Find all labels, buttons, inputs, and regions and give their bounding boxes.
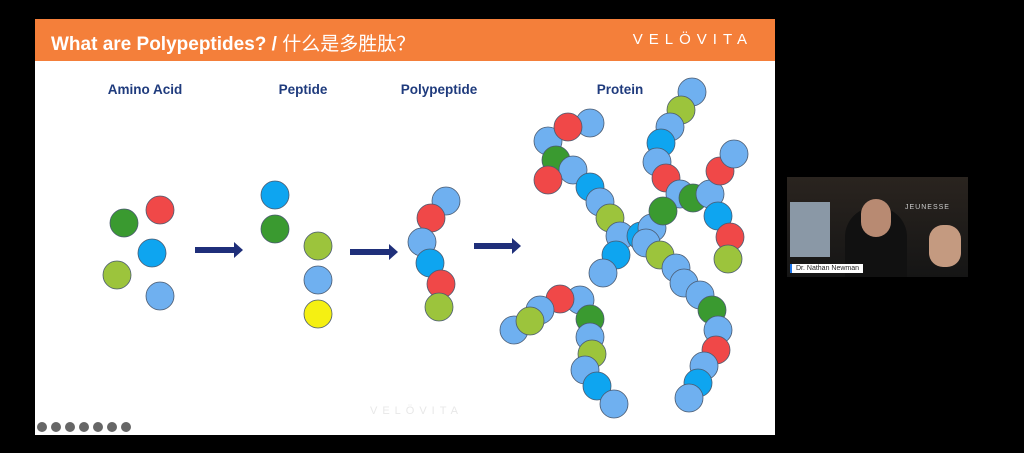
presentation-toolbar <box>37 422 131 432</box>
arrow-right-icon <box>474 238 521 254</box>
red-amino-acid-circle <box>145 195 175 225</box>
label-peptide: Peptide <box>278 82 328 97</box>
slide-banner: What are Polypeptides? / 什么是多胜肽？ VELÖVIT… <box>35 19 775 61</box>
yellow-amino-acid-circle <box>303 299 333 329</box>
label-polypeptide: Polypeptide <box>400 82 478 97</box>
lightblue-amino-acid-circle <box>599 389 629 419</box>
lightblue-amino-acid-circle <box>588 258 618 288</box>
background-brand: JEUNESSE <box>905 204 950 211</box>
captions-icon[interactable] <box>79 422 89 432</box>
lime-amino-acid-circle <box>303 231 333 261</box>
lime-amino-acid-circle <box>424 292 454 322</box>
lightblue-amino-acid-circle <box>145 281 175 311</box>
lightblue-amino-acid-circle <box>303 265 333 295</box>
speaker-hand <box>929 225 961 267</box>
cyan-amino-acid-circle <box>260 180 290 210</box>
zoom-icon[interactable] <box>65 422 75 432</box>
label-protein: Protein <box>596 82 644 97</box>
lime-amino-acid-circle <box>102 260 132 290</box>
camera-icon[interactable] <box>93 422 103 432</box>
green-amino-acid-circle <box>260 214 290 244</box>
window-background <box>790 202 830 257</box>
speaker-face <box>861 199 891 237</box>
slide-title: What are Polypeptides? / 什么是多胜肽？ <box>51 29 415 56</box>
cyan-amino-acid-circle <box>137 238 167 268</box>
forward-icon[interactable] <box>121 422 131 432</box>
lightblue-amino-acid-circle <box>674 383 704 413</box>
pen-icon[interactable] <box>51 422 61 432</box>
more-icon[interactable] <box>107 422 117 432</box>
red-amino-acid-circle <box>533 165 563 195</box>
lime-amino-acid-circle <box>515 306 545 336</box>
arrow-right-icon <box>195 242 243 258</box>
green-amino-acid-circle <box>648 196 678 226</box>
arrow-right-icon <box>350 244 398 260</box>
protein-diagram <box>102 77 749 419</box>
speaker-name-tag: Dr. Nathan Newman <box>790 264 864 273</box>
title-english: What are Polypeptides? / <box>51 34 277 55</box>
lightblue-amino-acid-circle <box>719 139 749 169</box>
velovita-logo: VELÖVITA <box>632 31 753 48</box>
title-chinese: 什么是多胜肽？ <box>276 34 416 55</box>
lime-amino-acid-circle <box>713 244 743 274</box>
label-amino-acid: Amino Acid <box>107 82 183 97</box>
red-amino-acid-circle <box>553 112 583 142</box>
watermark: VELÖVITA <box>370 405 463 417</box>
back-icon[interactable] <box>37 422 47 432</box>
presentation-slide: What are Polypeptides? / 什么是多胜肽？ VELÖVIT… <box>35 19 775 435</box>
green-amino-acid-circle <box>109 208 139 238</box>
speaker-video[interactable]: JEUNESSE Dr. Nathan Newman <box>787 177 968 277</box>
cyan-amino-acid-circle <box>582 371 612 401</box>
